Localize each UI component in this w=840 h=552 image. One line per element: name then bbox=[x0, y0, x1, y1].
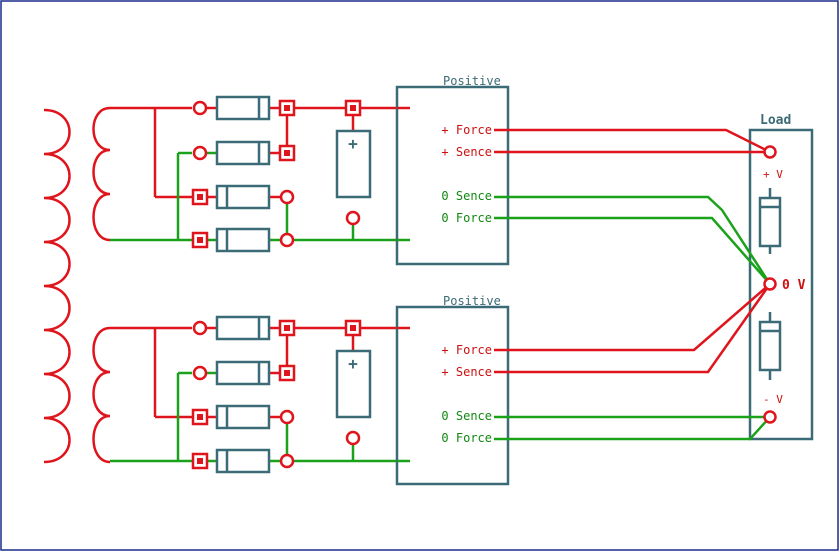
module-title: Positive bbox=[443, 74, 501, 88]
rectifier-upper: + bbox=[110, 95, 410, 253]
load-title: Load bbox=[760, 113, 791, 128]
pin-label-plus-sence: + Sence bbox=[441, 145, 492, 159]
terminal-pin bbox=[192, 100, 208, 116]
pin-label-zero-force: 0 Force bbox=[441, 211, 492, 225]
transformer-primary-coil bbox=[43, 108, 71, 464]
diode bbox=[215, 448, 271, 474]
pin-label-zero-force: 0 Force bbox=[441, 431, 492, 445]
sense-force-wiring bbox=[494, 128, 772, 441]
capacitor-plus-mark: + bbox=[348, 134, 358, 153]
capacitor: + bbox=[335, 349, 372, 419]
terminal-pin bbox=[279, 409, 295, 425]
terminal-pin bbox=[279, 453, 295, 469]
pin-label-plus-sence: + Sence bbox=[441, 365, 492, 379]
load-resistor-upper bbox=[758, 188, 782, 254]
load-terminal-zero bbox=[763, 277, 777, 291]
module-title: Positive bbox=[443, 294, 501, 308]
rectifier-lower: + bbox=[110, 315, 410, 474]
load-resistor-lower bbox=[758, 312, 782, 380]
diode bbox=[215, 315, 271, 341]
diode bbox=[215, 140, 271, 166]
load-terminal-plus bbox=[763, 145, 777, 159]
pin-label-plus-force: + Force bbox=[441, 343, 492, 357]
positive-module-upper: Positive + Force + Sence 0 Sence 0 Force bbox=[395, 74, 510, 266]
terminal-pin bbox=[192, 145, 208, 161]
terminal-pin bbox=[192, 365, 208, 381]
terminal-pin bbox=[345, 430, 361, 446]
transformer bbox=[43, 106, 111, 464]
terminal-pin bbox=[279, 189, 295, 205]
terminal-pin bbox=[192, 320, 208, 336]
pin-label-plus-force: + Force bbox=[441, 123, 492, 137]
load-plus-v-label: + V bbox=[763, 168, 783, 181]
load-block: Load + V 0 V - V bbox=[748, 113, 814, 441]
load-terminal-minus bbox=[763, 410, 777, 424]
load-minus-v-label: - V bbox=[763, 393, 783, 406]
diode bbox=[215, 360, 271, 386]
load-zero-v-label: 0 V bbox=[782, 278, 806, 293]
transformer-secondary-coil-upper bbox=[92, 106, 111, 242]
pin-label-zero-sence: 0 Sence bbox=[441, 189, 492, 203]
diode bbox=[215, 95, 271, 121]
diode bbox=[215, 404, 271, 430]
capacitor: + bbox=[335, 129, 372, 199]
positive-module-lower: Positive + Force + Sence 0 Sence 0 Force bbox=[395, 294, 510, 486]
diode bbox=[215, 184, 271, 210]
terminal-pin bbox=[279, 232, 295, 248]
capacitor-plus-mark: + bbox=[348, 354, 358, 373]
diode bbox=[215, 227, 271, 253]
pin-label-zero-sence: 0 Sence bbox=[441, 409, 492, 423]
terminal-pin bbox=[345, 210, 361, 226]
transformer-secondary-coil-lower bbox=[92, 326, 111, 464]
